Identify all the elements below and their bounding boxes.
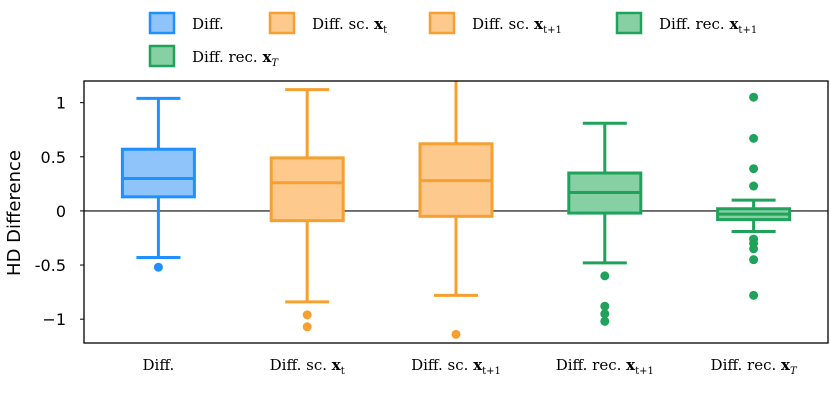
- outlier-point: [153, 262, 163, 272]
- outlier-point: [749, 290, 759, 300]
- outlier-point: [600, 301, 610, 311]
- y-tick-label: 0: [56, 202, 66, 221]
- outlier-point: [600, 316, 610, 326]
- legend-swatch: [615, 11, 643, 35]
- y-axis-label: HD Difference: [4, 150, 25, 276]
- plot-area: [83, 80, 829, 344]
- outlier-point: [302, 322, 312, 332]
- y-tick-label: −1: [42, 310, 66, 329]
- outlier-point: [600, 309, 610, 319]
- legend-label: Diff. sc. xt: [312, 15, 387, 36]
- box-group-3: [418, 81, 494, 339]
- legend-swatch: [428, 11, 456, 35]
- legend-swatch: [268, 11, 296, 35]
- box-group-4: [567, 121, 643, 326]
- x-tick-label: Diff.: [143, 356, 175, 374]
- outlier-point: [749, 92, 759, 102]
- y-tick-label: 1: [56, 94, 66, 113]
- outlier-point: [749, 164, 759, 174]
- x-tick-label: Diff. rec. xT: [711, 356, 798, 377]
- legend-swatch: [148, 11, 176, 35]
- outlier-point: [600, 271, 610, 281]
- outlier-point: [749, 244, 759, 254]
- box-iqr: [120, 147, 196, 199]
- outlier-point: [451, 329, 461, 339]
- legend-item-2: Diff. sc. xt: [268, 11, 387, 36]
- outlier-point: [749, 181, 759, 191]
- y-tick-label: 0.5: [41, 148, 66, 167]
- legend-swatch: [148, 44, 176, 68]
- x-axis: Diff. Diff. sc. xt Diff. sc. xt+1 Diff. rec…: [143, 356, 798, 377]
- box-group-1: [120, 96, 196, 272]
- legend-label: Diff. sc. xt+1: [472, 15, 562, 36]
- outlier-point: [749, 255, 759, 265]
- legend-item-1: Diff.: [148, 11, 224, 35]
- outlier-point: [749, 133, 759, 143]
- box-group-5: [716, 92, 792, 300]
- x-tick-label: Diff. sc. xt: [270, 356, 345, 377]
- legend-label: Diff. rec. xt+1: [659, 15, 757, 36]
- box-group-2: [269, 88, 345, 332]
- y-tick-label: -0.5: [35, 256, 66, 275]
- x-tick-label: Diff. sc. xt+1: [411, 356, 501, 377]
- box-iqr: [269, 156, 345, 223]
- legend-label: Diff.: [192, 15, 224, 33]
- legend-item-5: Diff. rec. xT: [148, 44, 279, 69]
- y-axis: 1 0.5 0 -0.5 −1: [35, 94, 84, 329]
- x-tick-label: Diff. rec. xt+1: [556, 356, 654, 377]
- plot-frame: [83, 80, 829, 344]
- legend-item-4: Diff. rec. xt+1: [615, 11, 757, 36]
- legend-item-3: Diff. sc. xt+1: [428, 11, 562, 36]
- outlier-point: [302, 310, 312, 320]
- legend-label: Diff. rec. xT: [192, 48, 279, 69]
